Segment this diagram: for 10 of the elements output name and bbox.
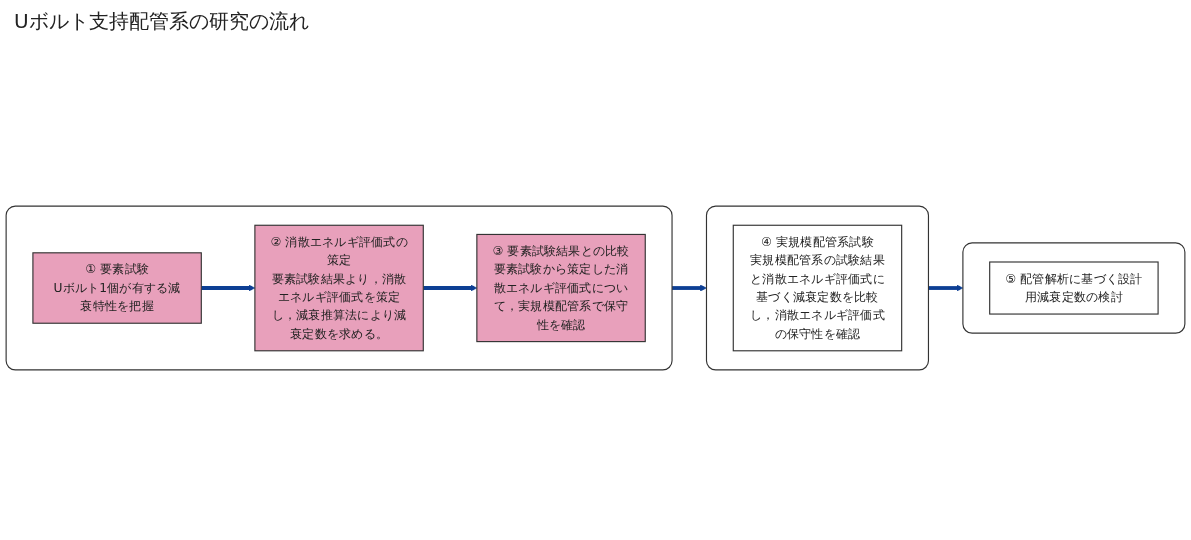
node-box: ⑤ 配管解析に基づく設計用減衰定数の検討 xyxy=(989,261,1159,315)
node-box: ② 消散エネルギ評価式の策定 要素試験結果より，消散エネルギ評価式を策定し，減衰推算法により減衰定数を求める。 xyxy=(254,224,424,352)
cluster xyxy=(5,205,673,371)
cluster xyxy=(705,205,930,371)
node-box: ④ 実規模配管系試験 実規模配管系の試験結果と消散エネルギ評価式に基づく減衰定数を比較し，消散エネルギ評価式の保守性を確認 xyxy=(732,224,903,352)
arrow xyxy=(672,284,707,292)
cluster xyxy=(962,242,1186,334)
diagram-title: Uボルト支持配管系の研究の流れ xyxy=(14,8,310,35)
node-box: ③ 要素試験結果との比較 要素試験から策定した消散エネルギ評価式について，実規模配管系で保守性を確認 xyxy=(476,233,646,343)
node-box: ① 要素試験 Uボルト1個が有する減衰特性を把握 xyxy=(32,252,202,324)
